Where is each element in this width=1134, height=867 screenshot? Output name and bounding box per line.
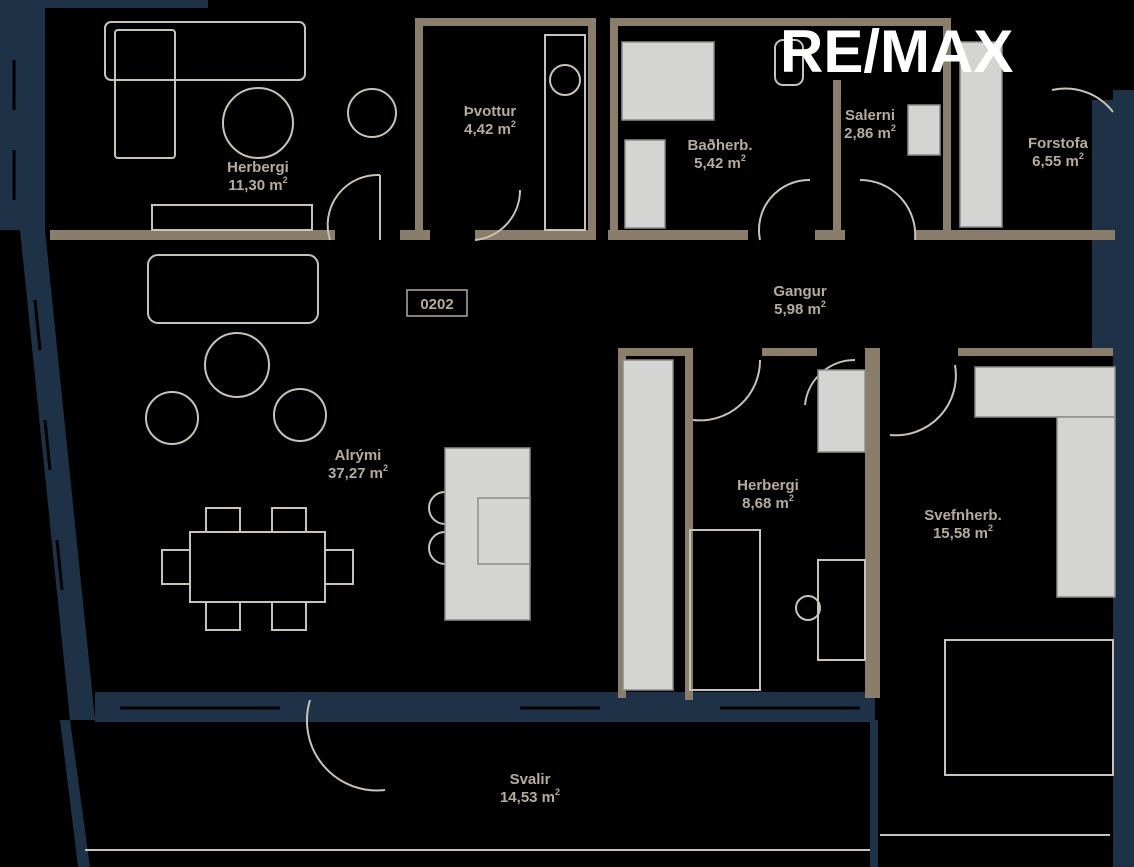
room-area-svefnherb: 15,58 m2 <box>933 523 993 542</box>
door-swing <box>758 178 811 241</box>
door-swing <box>326 173 381 241</box>
room-name-forstofa: Forstofa <box>1028 135 1089 152</box>
dining-chair <box>205 601 241 631</box>
room-area-forstofa: 6,55 m2 <box>1032 151 1084 170</box>
dining-chair <box>271 601 307 631</box>
dining-chair <box>271 507 307 533</box>
armchair <box>145 391 199 445</box>
room-area-badherb: 5,42 m2 <box>694 153 746 172</box>
closet <box>959 41 1003 228</box>
room-name-gangur: Gangur <box>773 283 826 300</box>
coffee-table <box>204 332 270 398</box>
inner-walls <box>50 18 1115 700</box>
lounge-chair <box>347 88 397 138</box>
furniture <box>85 21 1114 851</box>
room-name-alrymi: Alrými <box>335 447 382 464</box>
bedroom-wardrobe <box>974 366 1116 418</box>
room-area-herbergi-1: 11,30 m2 <box>228 175 287 194</box>
tv-bench <box>151 204 313 231</box>
bedroom-wardrobe <box>1056 416 1116 598</box>
unit-code-label: 0202 <box>420 296 453 313</box>
shower <box>621 41 715 121</box>
toilet <box>774 39 804 86</box>
window-marks <box>12 60 860 710</box>
wardrobe <box>817 369 866 453</box>
sofa-outline <box>104 21 306 81</box>
unit-code: 0202 <box>406 289 468 317</box>
room-name-svalir: Svalir <box>510 771 551 788</box>
cooktop <box>477 497 531 565</box>
room-area-herbergi-2: 8,68 m2 <box>742 493 794 512</box>
room-area-salerni: 2,86 m2 <box>844 123 896 142</box>
armchair <box>273 388 327 442</box>
door-swing <box>474 189 522 241</box>
sink <box>549 64 581 96</box>
wall-sink <box>907 104 941 156</box>
door-swing <box>1051 87 1114 113</box>
door-swing <box>692 359 762 422</box>
door-swing <box>305 699 386 792</box>
door-swing <box>889 364 957 437</box>
double-bed <box>944 639 1114 776</box>
door-swing <box>859 178 917 241</box>
kitchen-counter <box>622 359 674 691</box>
kitchen-fixtures <box>444 41 1116 691</box>
dining-chair <box>161 549 191 585</box>
desk <box>817 559 866 661</box>
room-area-svalir: 14,53 m2 <box>500 787 560 806</box>
room-name-herbergi-2: Herbergi <box>737 477 799 494</box>
desk-chair <box>795 595 821 621</box>
room-name-badherb: Baðherb. <box>687 137 752 154</box>
room-area-gangur: 5,98 m2 <box>774 299 826 318</box>
room-name-svefnherb: Svefnherb. <box>924 507 1002 524</box>
room-name-thvottur: Þvottur <box>464 103 517 120</box>
dining-chair <box>205 507 241 533</box>
dining-chair <box>324 549 354 585</box>
bed <box>689 529 761 691</box>
living-sofa <box>147 254 319 324</box>
room-area-thvottur: 4,42 m2 <box>464 119 516 138</box>
sofa-chaise <box>114 29 176 159</box>
remax-logo: RE/MAX <box>780 18 1013 85</box>
round-table <box>222 87 294 159</box>
room-area-alrymi: 37,27 m2 <box>328 463 388 482</box>
room-name-salerni: Salerni <box>845 107 895 124</box>
washer-dryer-column <box>544 34 586 231</box>
bath-vanity <box>624 139 666 229</box>
room-name-herbergi-1: Herbergi <box>227 159 289 176</box>
